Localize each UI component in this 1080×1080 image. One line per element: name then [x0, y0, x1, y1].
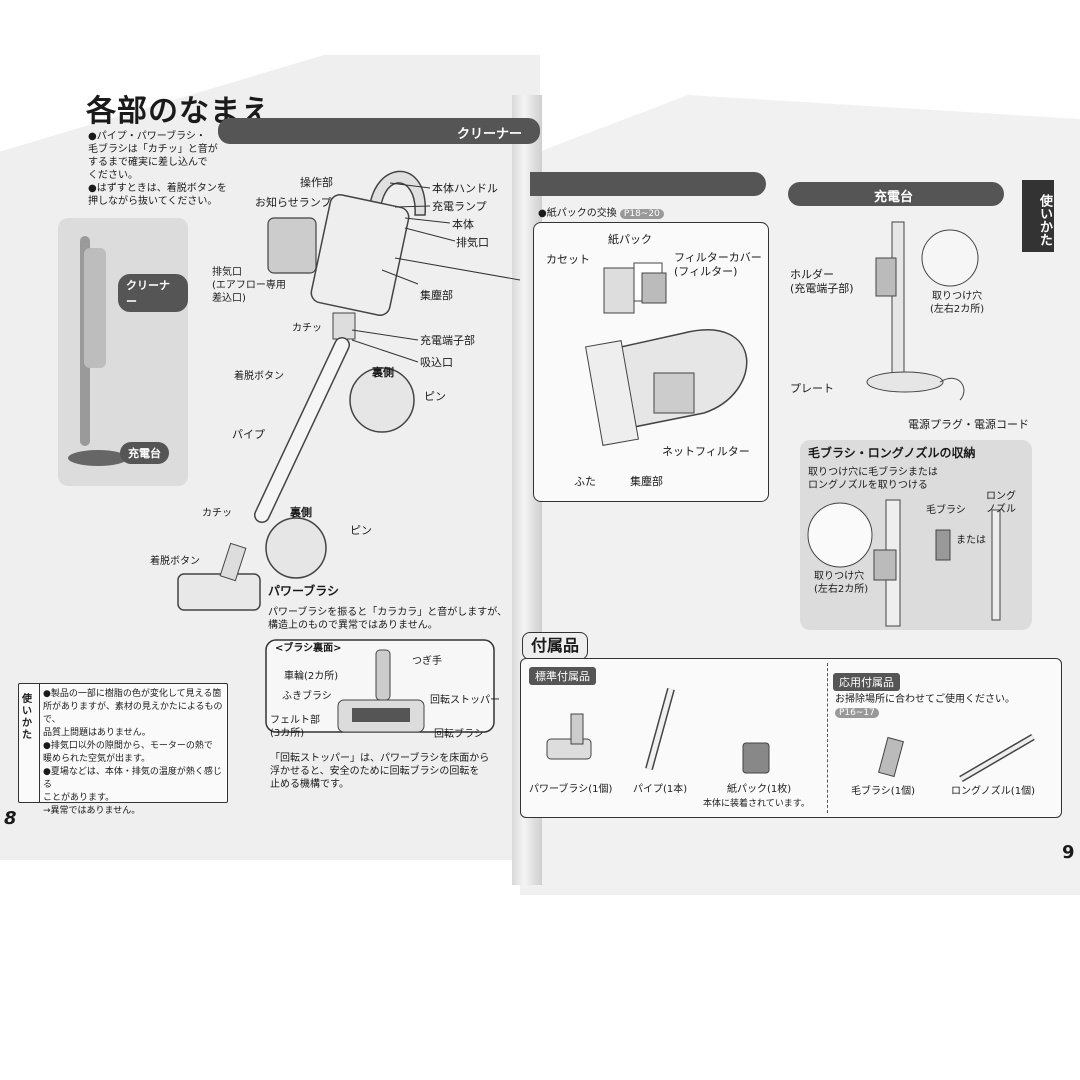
band-connector [530, 172, 766, 196]
label-mount-holes: 取りつけ穴(左右2カ所) [930, 291, 985, 315]
power-brush-note: パワーブラシを振ると「カラカラ」と音がしますが、構造上のもので異常ではありません… [268, 607, 507, 631]
top-note: ●パイプ・パワーブラシ・毛ブラシは「カチッ」と音が するまで確実に差し込んでくだ… [88, 131, 227, 207]
label-wheels: 車輪(2カ所) [284, 671, 339, 682]
acc-paper-pack: 紙パック(1枚) [727, 784, 792, 795]
notice-text: ●製品の一部に樹脂の色が変化して見える箇所がありますが、素材の見えかたによるもの… [43, 689, 223, 816]
storage-note: 取りつけ穴に毛ブラシまたはロングノズルを取りつける [808, 467, 938, 491]
label-plate: プレート [790, 382, 834, 395]
label-intake: 吸込口 [420, 356, 453, 369]
section-band-cleaner: クリーナー [218, 118, 540, 144]
label-exhaust: 排気口 [456, 236, 489, 249]
tag-standard: 標準付属品 [529, 667, 596, 685]
opt-long-nozzle: ロングノズル(1個) [951, 786, 1035, 797]
paper-pack-heading: ●紙パックの交換 P18~20 [538, 207, 664, 221]
page-number-right: 9 [1062, 842, 1075, 863]
label-pin-1: ピン [424, 390, 446, 403]
storage-icon [807, 499, 1001, 627]
label-notice-lamp: お知らせランプ [255, 196, 332, 209]
side-tab-usage: 使いかた [1022, 180, 1054, 252]
label-exhaust-left: 排気口(エアフロー専用差込口) [212, 267, 286, 304]
stopper-note: 「回転ストッパー」は、パワーブラシを床面から浮かせると、安全のために回転ブラシの… [270, 753, 490, 790]
label-charge-lamp: 充電ランプ [432, 200, 487, 213]
accessories-title: 付属品 [522, 632, 588, 660]
cleaner-thumbnail-icon [68, 236, 128, 466]
thumbnail-box: クリーナー 充電台 [58, 218, 188, 486]
label-click-1: カチッ [292, 323, 322, 334]
label-dust-box: 集塵部 [630, 475, 663, 488]
label-storage-brush: 毛ブラシ [926, 505, 966, 516]
acc-power-brush: パワーブラシ(1個) [529, 784, 613, 795]
label-release-button-2: 着脱ボタン [150, 556, 200, 567]
cleaner-diagram [177, 170, 521, 733]
optional-note: お掃除場所に合わせてご使用ください。 P16~17 [835, 694, 1015, 718]
label-pipe: パイプ [232, 428, 265, 441]
label-handle: 本体ハンドル [432, 182, 498, 195]
label-paper-pack: 紙パック [608, 233, 652, 246]
storage-box: 毛ブラシ・ロングノズルの収納 取りつけ穴に毛ブラシまたはロングノズルを取りつける… [800, 440, 1032, 630]
accessories-box: 標準付属品 応用付属品 お掃除場所に合わせてご使用ください。 P16~17 パワ… [520, 658, 1062, 818]
label-holder: ホルダー(充電端子部) [790, 268, 854, 295]
thumb-label-cleaner: クリーナー [118, 274, 188, 312]
label-body: 本体 [452, 218, 474, 231]
label-control: 操作部 [300, 176, 333, 189]
label-rotary-brush: 回転ブラシ [434, 729, 484, 740]
label-cassette: カセット [546, 253, 590, 266]
page-number-left: 8 [4, 808, 17, 829]
brush-back-title: <ブラシ裏面> [275, 643, 342, 654]
section-band-charger: 充電台 [788, 182, 1004, 206]
dust-unit-icon [585, 262, 748, 446]
thumb-label-charger: 充電台 [120, 442, 169, 464]
label-pin-2: ピン [350, 524, 372, 537]
label-dust: 集塵部 [420, 289, 453, 302]
label-felt: フェルト部(3カ所) [270, 715, 320, 739]
opt-brush: 毛ブラシ(1個) [851, 786, 915, 797]
label-wipe-brush: ふきブラシ [282, 691, 332, 702]
label-click-2: カチッ [202, 508, 232, 519]
label-storage-or: または [956, 535, 986, 546]
label-charge-terminal: 充電端子部 [420, 334, 475, 347]
label-stopper: 回転ストッパー [430, 695, 500, 706]
acc-pipe: パイプ(1本) [633, 784, 688, 795]
label-filter-cover: フィルターカバー(フィルター) [674, 251, 762, 278]
acc-paper-pack-note: 本体に装着されています。 [703, 799, 810, 809]
label-lid: ふた [574, 475, 596, 488]
label-back-1: 裏側 [372, 366, 394, 379]
label-back-2: 裏側 [290, 506, 312, 519]
label-release-button-1: 着脱ボタン [234, 371, 284, 382]
label-joint: つぎ手 [412, 656, 442, 667]
paper-pack-box: 紙パック カセット フィルターカバー(フィルター) ネットフィルター ふた 集塵… [533, 222, 769, 502]
accessory-icons [546, 687, 1035, 783]
tag-optional: 応用付属品 [833, 673, 900, 691]
label-power-brush: パワーブラシ [268, 584, 340, 598]
label-storage-long: ロングノズル [986, 491, 1016, 515]
notice-box: 使いかた ●製品の一部に樹脂の色が変化して見える箇所がありますが、素材の見えかた… [18, 683, 228, 816]
label-net-filter: ネットフィルター [662, 445, 750, 458]
label-storage-holes: 取りつけ穴(左右2カ所) [814, 571, 869, 595]
label-cord: 電源プラグ・電源コード [908, 418, 1029, 431]
storage-title: 毛ブラシ・ロングノズルの収納 [808, 446, 976, 460]
notice-tab: 使いかた [22, 694, 32, 741]
